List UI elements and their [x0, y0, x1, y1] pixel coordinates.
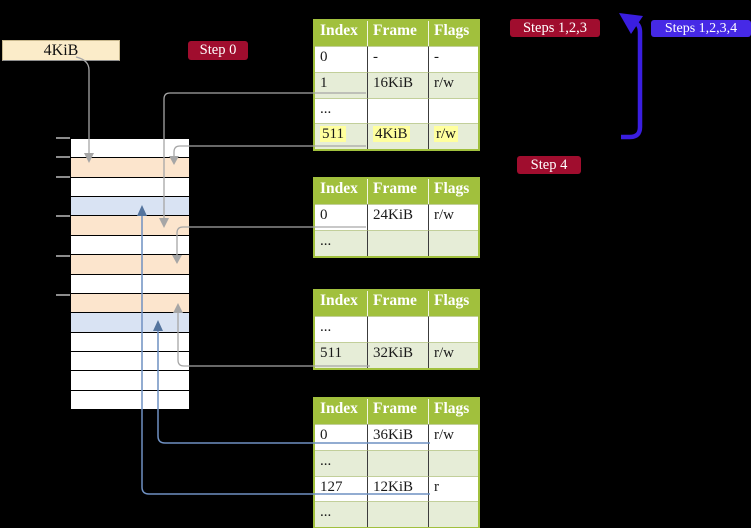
physical-memory-column: [70, 138, 190, 410]
table-cell: 16KiB: [368, 71, 429, 98]
memory-frame-free: [71, 177, 189, 198]
header-cell-index: Index: [315, 21, 368, 46]
table-cell: -: [429, 46, 478, 72]
table-cell: [368, 316, 429, 342]
table-cell: 0: [315, 46, 368, 72]
memory-frame-free: [71, 274, 189, 294]
table-cell: 511: [315, 123, 368, 150]
table-cell: 511: [315, 341, 368, 368]
memory-frame-free: [71, 371, 189, 391]
memory-frame-free: [71, 332, 189, 352]
table-cell: ...: [315, 97, 368, 124]
address-tick: [56, 156, 70, 158]
table-cell: r/w: [429, 204, 478, 230]
table-cell: -: [368, 46, 429, 72]
table-cell: r/w: [429, 341, 478, 368]
table-row: ...: [315, 449, 478, 476]
table-cell: 24KiB: [368, 204, 429, 230]
memory-frame-mapped-page: [71, 197, 189, 217]
table-row: ...: [315, 501, 478, 528]
table-cell: [429, 97, 478, 124]
table-cell: r/w: [429, 123, 478, 149]
table-cell: 0: [315, 204, 368, 230]
steps123-badge: Steps 1,2,3: [510, 19, 600, 37]
page-size-label: 4KiB: [2, 40, 120, 61]
table-cell: r/w: [429, 71, 478, 98]
highlighted-value: r/w: [434, 126, 458, 143]
table-row: ...: [315, 229, 478, 256]
table-cell: 4KiB: [368, 123, 429, 150]
table-cell: ...: [315, 229, 368, 256]
header-cell-flags: Flags: [434, 292, 470, 309]
header-cell-flags: Flags: [434, 180, 470, 197]
highlighted-value: 4KiB: [373, 126, 410, 143]
table-cell: 36KiB: [368, 424, 429, 450]
steps1234-badge: Steps 1,2,3,4: [651, 20, 751, 37]
table-cell: r: [429, 475, 478, 502]
table-row: 511 4KiB r/w: [315, 123, 478, 150]
step0-badge: Step 0: [188, 41, 248, 60]
table-cell: 32KiB: [368, 341, 429, 368]
table-cell: [429, 229, 478, 256]
address-tick: [56, 137, 70, 139]
table-cell: [429, 501, 478, 527]
header-cell-index: Index: [315, 399, 368, 424]
memory-frame-free: [71, 139, 189, 159]
memory-frame-free: [71, 351, 189, 372]
table-cell: [368, 501, 429, 528]
header-cell-flags: Flags: [434, 22, 470, 39]
steps-loopback-arrow: [619, 13, 643, 140]
table-cell: [429, 316, 478, 342]
memory-frame-page-table: [71, 216, 189, 236]
address-tick: [56, 255, 70, 257]
table-cell: [368, 97, 429, 124]
memory-frame-free: [71, 390, 189, 410]
memory-frame-free: [71, 235, 189, 256]
table-cell: ...: [315, 316, 368, 342]
table-cell: [368, 229, 429, 256]
table-cell: 1: [315, 71, 368, 98]
memory-frame-page-table: [71, 255, 189, 275]
memory-frame-mapped-page: [71, 313, 189, 333]
table-cell: [368, 449, 429, 476]
header-cell-frame: Frame: [368, 291, 429, 316]
table-row: ...: [315, 316, 478, 342]
table-cell: [429, 449, 478, 476]
table-cell: 0: [315, 424, 368, 450]
table-cell: ...: [315, 449, 368, 476]
step4-badge: Step 4: [517, 156, 581, 174]
highlighted-value: 511: [320, 126, 346, 143]
table-row: ...: [315, 97, 478, 124]
header-cell-flags: Flags: [434, 400, 470, 417]
table-row: 0--: [315, 46, 478, 72]
table-cell: 127: [315, 475, 368, 502]
header-cell-frame: Frame: [368, 399, 429, 424]
header-cell-index: Index: [315, 291, 368, 316]
table-cell: 12KiB: [368, 475, 429, 502]
memory-frame-page-table: [71, 158, 189, 178]
table-cell: r/w: [429, 424, 478, 450]
memory-frame-page-table: [71, 293, 189, 314]
address-tick: [56, 215, 70, 217]
address-tick: [56, 294, 70, 296]
header-cell-index: Index: [315, 179, 368, 204]
address-tick: [56, 176, 70, 178]
header-cell-frame: Frame: [368, 21, 429, 46]
table-cell: ...: [315, 501, 368, 528]
header-cell-frame: Frame: [368, 179, 429, 204]
